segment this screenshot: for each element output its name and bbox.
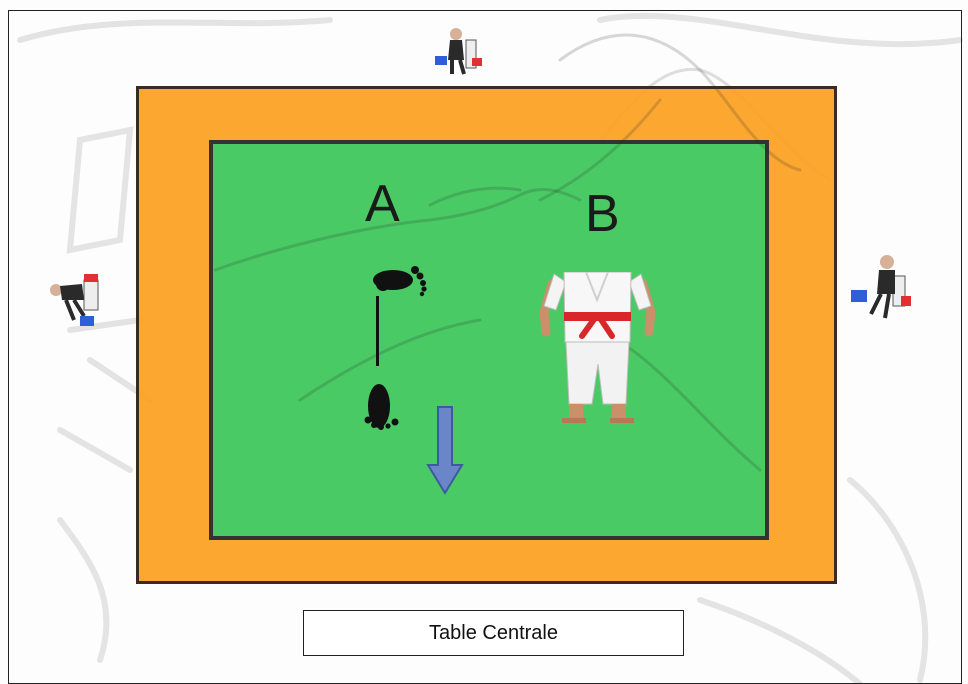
area-label-a: A bbox=[365, 178, 400, 230]
area-label-b: B bbox=[585, 188, 620, 240]
arrow-down-icon bbox=[425, 405, 465, 495]
judge-right-icon bbox=[845, 252, 913, 324]
judge-left-icon bbox=[44, 270, 114, 332]
karateka-icon bbox=[540, 272, 655, 424]
competition-area bbox=[209, 140, 769, 540]
judge-top-icon bbox=[432, 26, 484, 78]
central-table-label: Table Centrale bbox=[429, 622, 558, 645]
footprints-icon bbox=[355, 258, 435, 438]
central-table: Table Centrale bbox=[303, 610, 684, 656]
